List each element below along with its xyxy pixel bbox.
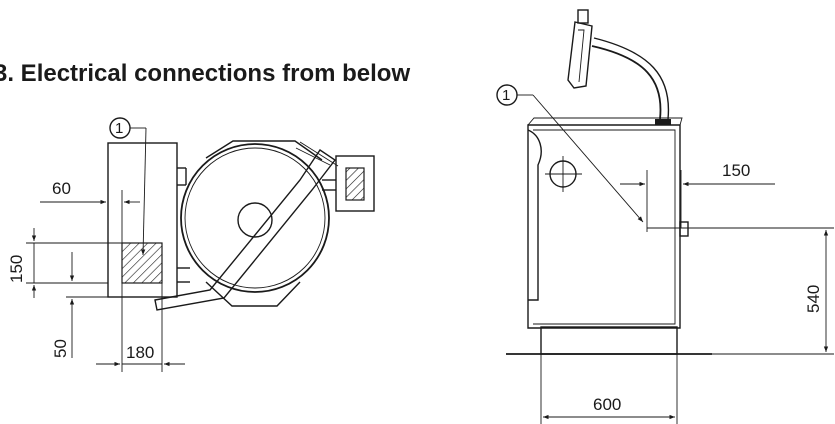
dim-540: 540 [804, 285, 823, 313]
side-panel-outline [335, 155, 375, 212]
kettle-circle [180, 143, 330, 293]
callout-number-right: 1 [502, 87, 510, 104]
dim-150-right: 150 [722, 161, 750, 180]
right-side-view: 1 150 540 600 [496, 9, 834, 424]
pedestal [540, 326, 678, 355]
kettle-hub [237, 202, 273, 238]
kettle-inner-circle [184, 147, 326, 289]
kettle-lid-top [205, 140, 323, 161]
section-title: 3. Electrical connections from below [0, 60, 410, 87]
cabinet-outline [527, 124, 681, 329]
faucet-head [567, 21, 593, 89]
dim-150-left: 150 [7, 255, 26, 283]
top-mount [655, 119, 671, 125]
dim-180: 180 [126, 343, 154, 362]
side-panel-hatch [345, 167, 365, 201]
dim-60: 60 [52, 179, 71, 198]
cabinet-front-recess [527, 129, 542, 301]
dim-600: 600 [593, 395, 621, 414]
kettle-handle [154, 149, 337, 311]
side-small-fitting [679, 221, 689, 237]
faucet-arm [591, 45, 662, 120]
kettle-lid-bottom [205, 281, 301, 307]
connection-area-hatch [121, 242, 163, 284]
dim-50: 50 [51, 339, 70, 358]
control-box-outline [107, 142, 178, 298]
callout-number-left: 1 [115, 120, 123, 137]
left-top-view: 1 60 150 50 180 [7, 117, 375, 372]
